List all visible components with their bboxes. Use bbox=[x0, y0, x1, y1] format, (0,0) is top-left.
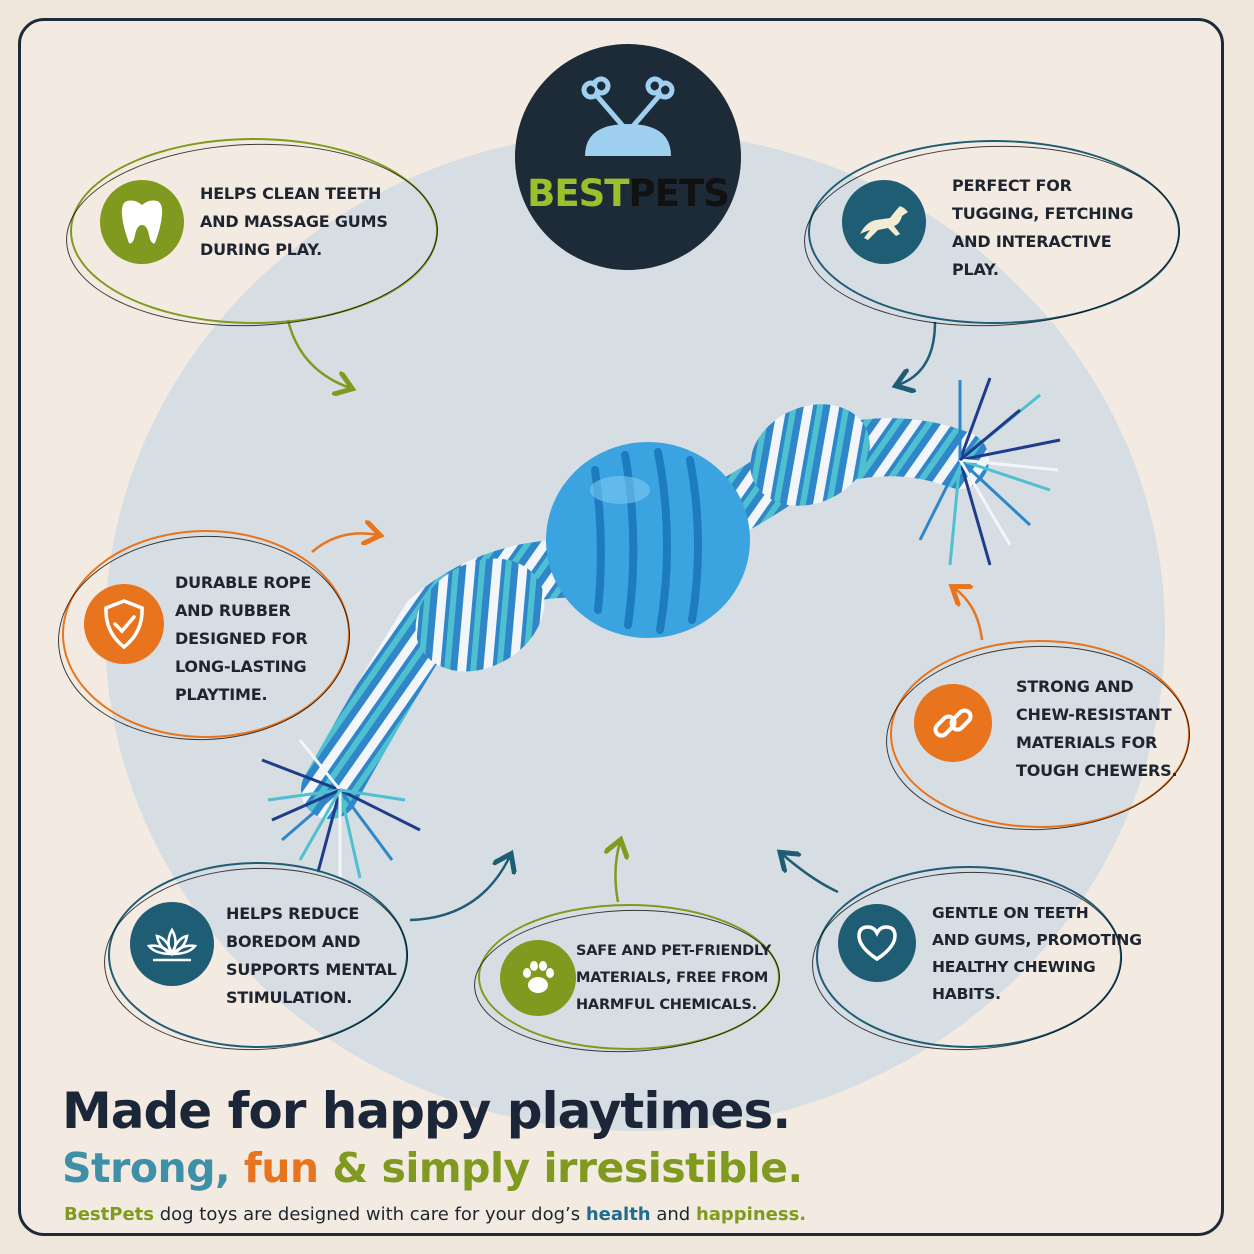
subhead-ampersand: & bbox=[318, 1144, 382, 1192]
feature-line: BOREDOM AND bbox=[226, 932, 361, 951]
feature-text-boredom: HELPS REDUCE BOREDOM AND SUPPORTS MENTAL… bbox=[226, 900, 397, 1012]
feature-bubble-strong bbox=[882, 640, 1194, 836]
heart-icon bbox=[838, 904, 916, 982]
feature-line: PLAYTIME. bbox=[175, 685, 268, 704]
tagline-brand: BestPets bbox=[64, 1204, 154, 1225]
feature-text-tugging: PERFECT FOR TUGGING, FETCHING AND INTERA… bbox=[952, 172, 1133, 284]
feature-text-durable: DURABLE ROPE AND RUBBER DESIGNED FOR LON… bbox=[175, 569, 311, 709]
feature-line: CHEW-RESISTANT bbox=[1016, 705, 1172, 724]
shield-check-icon bbox=[84, 584, 164, 664]
right-rope-knot bbox=[750, 404, 870, 506]
brand-logo: BESTPETS bbox=[515, 44, 741, 270]
feature-text-safe: SAFE AND PET-FRIENDLY MATERIALS, FREE FR… bbox=[576, 938, 771, 1019]
running-dog-icon bbox=[842, 180, 926, 264]
paw-icon bbox=[500, 940, 576, 1016]
tagline-text: and bbox=[650, 1204, 696, 1225]
feature-line: HEALTHY CHEWING bbox=[932, 958, 1096, 976]
feature-text-gentle: GENTLE ON TEETH AND GUMS, PROMOTING HEAL… bbox=[932, 900, 1142, 1008]
arrow-gentle bbox=[782, 854, 839, 894]
feature-line: DURABLE ROPE bbox=[175, 573, 312, 592]
feature-line: SUPPORTS MENTAL bbox=[226, 960, 397, 979]
feature-line: DESIGNED FOR bbox=[175, 629, 308, 648]
feature-line: HARMFUL CHEMICALS. bbox=[576, 997, 757, 1013]
feature-bubble-safe bbox=[471, 904, 783, 1058]
tagline-happiness: happiness. bbox=[695, 1204, 807, 1225]
chain-link-icon bbox=[914, 684, 992, 762]
feature-text-teeth: HELPS CLEAN TEETH AND MASSAGE GUMS DURIN… bbox=[200, 180, 388, 264]
arrow-durable bbox=[311, 533, 378, 553]
brand-name-part1: BEST bbox=[527, 172, 629, 215]
left-rope-fringe bbox=[261, 739, 421, 880]
feature-line: STRONG AND bbox=[1016, 677, 1134, 696]
arrow-safe bbox=[615, 842, 620, 903]
tagline: BestPets dog toys are designed with care… bbox=[64, 1204, 806, 1225]
arrow-boredom bbox=[409, 856, 510, 922]
feature-line: TUGGING, FETCHING bbox=[952, 204, 1134, 223]
feature-line: GENTLE ON TEETH bbox=[932, 904, 1089, 922]
arrow-teeth bbox=[286, 319, 350, 388]
feature-line: SAFE AND PET-FRIENDLY bbox=[576, 943, 772, 959]
feature-line: AND MASSAGE GUMS bbox=[200, 212, 388, 231]
feature-bubble-gentle bbox=[808, 866, 1126, 1056]
headline: Made for happy playtimes. bbox=[62, 1082, 791, 1140]
feature-bubble-teeth bbox=[62, 137, 442, 333]
feature-line: TOUGH CHEWERS. bbox=[1016, 761, 1178, 780]
feature-line: AND RUBBER bbox=[175, 601, 291, 620]
feature-line: HELPS CLEAN TEETH bbox=[200, 184, 382, 203]
feature-line: MATERIALS, FREE FROM bbox=[576, 970, 769, 986]
feature-line: AND INTERACTIVE bbox=[952, 232, 1112, 251]
feature-line: PLAY. bbox=[952, 260, 999, 279]
right-rope-fringe bbox=[918, 377, 1061, 566]
rubber-ball bbox=[546, 442, 750, 638]
tagline-health: health bbox=[585, 1204, 651, 1225]
arrow-strong bbox=[954, 588, 984, 641]
brand-name-part2: PETS bbox=[628, 172, 730, 215]
tagline-text: dog toys are designed with care for your… bbox=[153, 1204, 586, 1225]
feature-text-strong: STRONG AND CHEW-RESISTANT MATERIALS FOR … bbox=[1016, 673, 1178, 785]
subhead-strong: Strong, bbox=[62, 1144, 244, 1192]
feature-line: DURING PLAY. bbox=[200, 240, 323, 259]
feature-line: HELPS REDUCE bbox=[226, 904, 360, 923]
lotus-icon bbox=[130, 902, 214, 986]
feature-line: PERFECT FOR bbox=[952, 176, 1072, 195]
brand-name: BESTPETS bbox=[515, 172, 741, 215]
left-rope-knot bbox=[415, 558, 545, 672]
subhead-irresistible: simply irresistible. bbox=[381, 1144, 803, 1192]
subhead-fun: fun bbox=[243, 1144, 319, 1192]
bowl-with-crossed-bones-icon bbox=[581, 76, 675, 156]
tooth-icon bbox=[100, 180, 184, 264]
feature-line: STIMULATION. bbox=[226, 988, 353, 1007]
feature-bubble-durable bbox=[54, 530, 354, 746]
feature-line: AND GUMS, PROMOTING bbox=[932, 931, 1142, 949]
feature-bubble-tugging bbox=[800, 139, 1184, 333]
subheadline: Strong, fun & simply irresistible. bbox=[62, 1144, 803, 1192]
feature-line: MATERIALS FOR bbox=[1016, 733, 1158, 752]
feature-line: HABITS. bbox=[932, 985, 1001, 1003]
feature-bubble-boredom bbox=[100, 862, 412, 1056]
feature-line: LONG-LASTING bbox=[175, 657, 307, 676]
arrow-tugging bbox=[898, 321, 937, 385]
